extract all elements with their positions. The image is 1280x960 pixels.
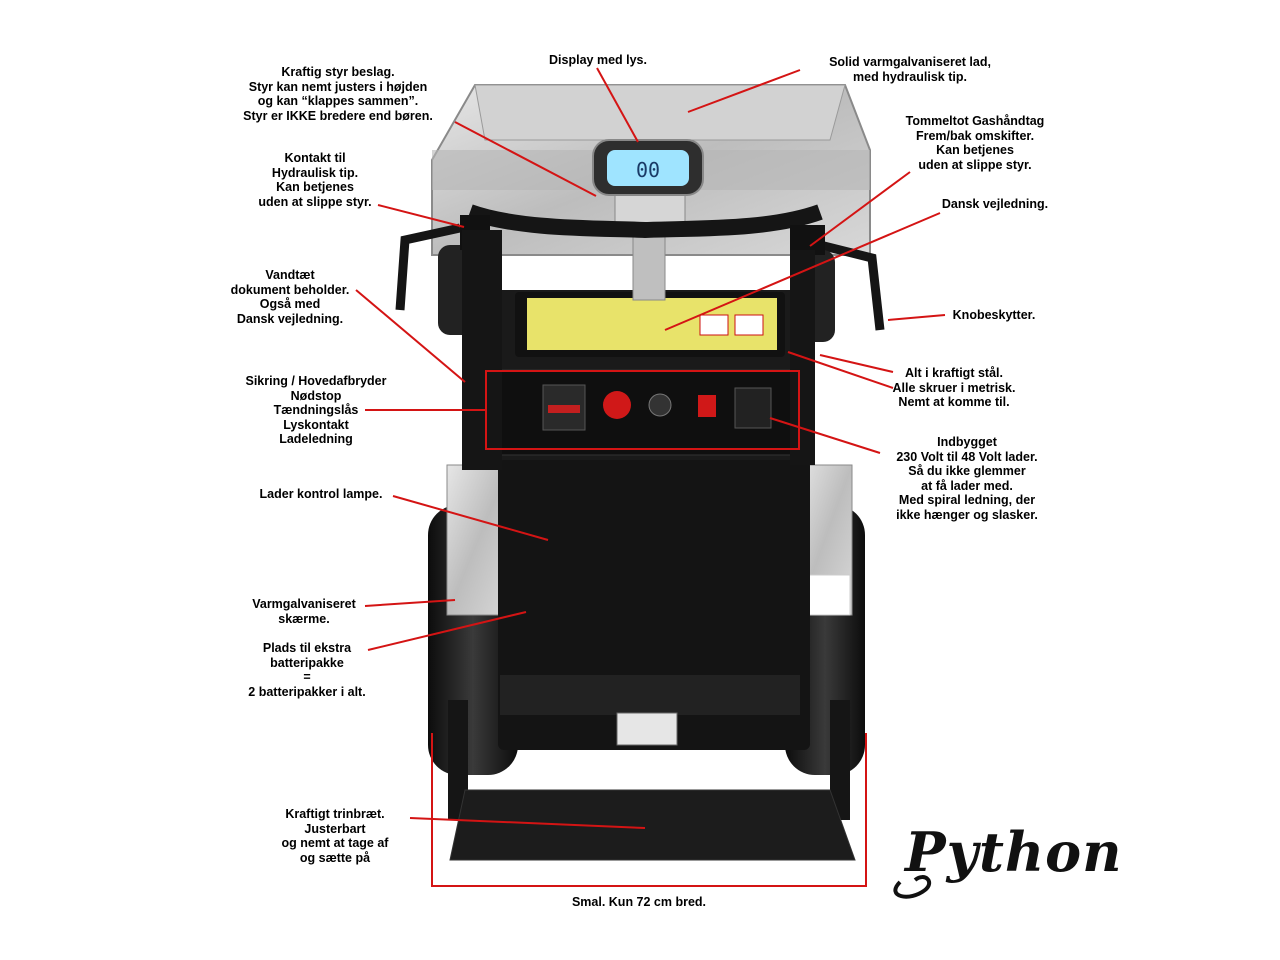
display-readout: 00 xyxy=(636,158,660,182)
label-vejledning: Dansk vejledning. xyxy=(941,197,1049,211)
display: 00 xyxy=(592,139,704,196)
label-lad: Solid varmgalvaniseret lad, med hydrauli… xyxy=(829,55,991,84)
pointer-styr xyxy=(454,121,597,197)
python-logo: Python xyxy=(905,820,1123,884)
footboard xyxy=(448,700,856,861)
pointer-lader xyxy=(769,417,881,454)
label-sikring: Sikring / Hovedafbryder Nødstop Tændning… xyxy=(245,374,387,447)
label-plads: Plads til ekstra batteripakke = 2 batter… xyxy=(248,641,366,699)
label-staal: Alt i kraftigt stål. Alle skruer i metri… xyxy=(892,366,1016,410)
label-skaerme: Varmgalvaniseret skærme. xyxy=(252,597,356,626)
control-panel xyxy=(499,369,801,456)
label-dokument: Vandtæt dokument beholder. Også med Dans… xyxy=(230,268,350,326)
label-kontrol: Lader kontrol lampe. xyxy=(259,487,383,501)
pointer-staal-2 xyxy=(787,351,894,389)
pointer-dokument xyxy=(355,289,466,383)
label-gas: Tommeltot Gashåndtag Frem/bak omskifter.… xyxy=(905,114,1045,172)
pointer-gas xyxy=(809,171,911,247)
pointer-skaerme xyxy=(364,599,456,607)
pointer-plads xyxy=(367,611,527,651)
python-logo-swirl xyxy=(893,875,932,899)
pointer-staal-1 xyxy=(819,354,894,373)
label-knob: Knobeskytter. xyxy=(952,308,1036,322)
label-display: Display med lys. xyxy=(549,53,647,67)
label-trin: Kraftigt trinbræt. Justerbart og nemt at… xyxy=(281,807,389,865)
pointer-lines xyxy=(355,67,946,887)
pointer-trin xyxy=(409,817,646,829)
machine-body xyxy=(498,290,810,750)
instruction-plate xyxy=(515,292,785,357)
label-styr: Kraftig styr beslag. Styr kan nemt juste… xyxy=(243,65,433,123)
pointer-kontrol xyxy=(392,495,549,541)
pointer-lad xyxy=(687,69,801,113)
pointer-kontakt xyxy=(377,204,465,228)
pointer-knob xyxy=(887,314,946,321)
pointer-display xyxy=(596,67,639,143)
pointer-vejledning xyxy=(664,212,941,331)
label-kontakt: Kontakt til Hydraulisk tip. Kan betjenes… xyxy=(258,151,372,209)
label-smal: Smal. Kun 72 cm bred. xyxy=(571,895,707,909)
panel-highlight xyxy=(485,370,800,450)
label-lader: Indbygget 230 Volt til 48 Volt lader. Så… xyxy=(896,435,1038,522)
width-bracket xyxy=(431,733,867,887)
